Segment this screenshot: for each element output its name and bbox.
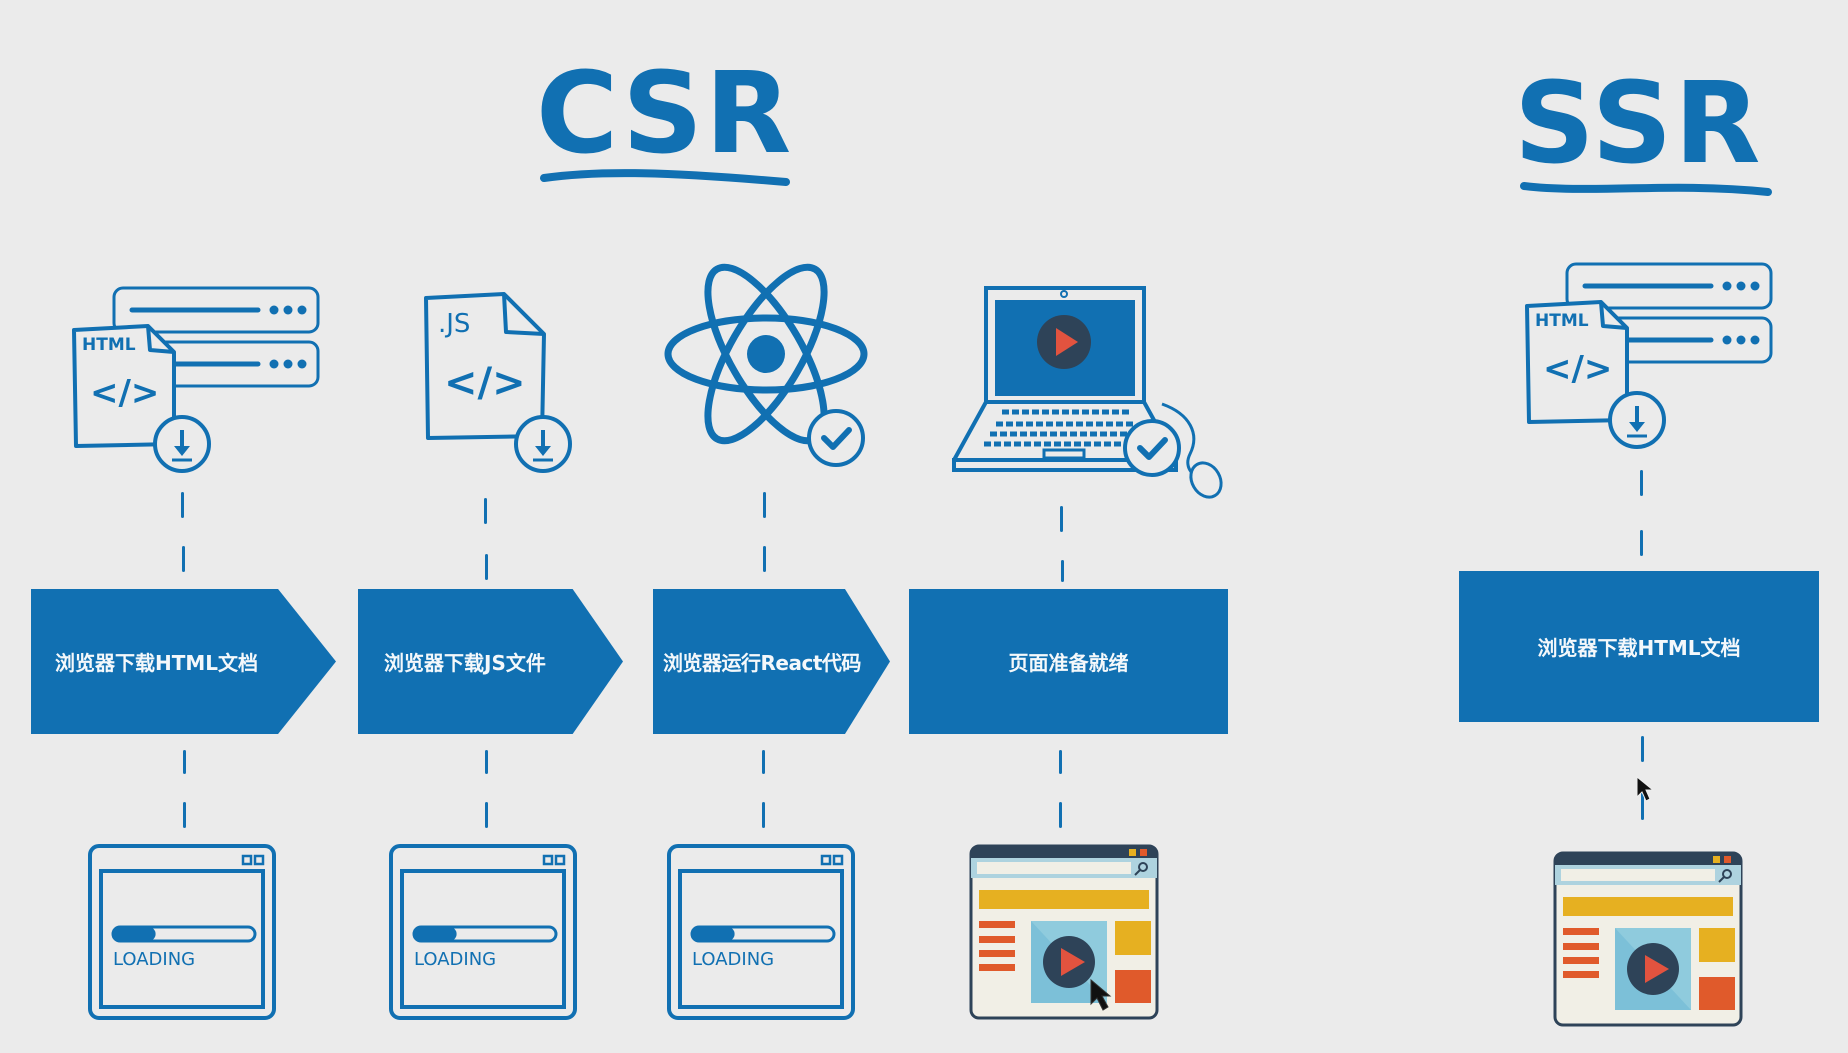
connector-dash [484,498,487,524]
connector-dash [183,802,186,828]
ssr-step-1-label: 浏览器下载HTML文档 [1537,636,1741,660]
connector-dash [1059,750,1062,774]
loading-window-3: LOADING [667,844,855,1020]
loading-progress-bar [111,925,257,943]
connector-dash [763,492,766,518]
csr-step-2-label: 浏览器下载JS文件 [384,651,546,675]
csr-step-2-box: 浏览器下载JS文件 [358,589,623,734]
svg-text:.JS: .JS [438,309,470,339]
connector-dash [762,750,765,774]
connector-dash [183,750,186,774]
csr-step-1-label: 浏览器下载HTML文档 [55,651,259,675]
connector-dash [1059,802,1062,828]
svg-text:HTML: HTML [1535,311,1589,331]
ssr-html-download-icon: HTML </> [1525,262,1783,449]
connector-dash [485,554,488,580]
html-file-icon: HTML </> [72,324,176,448]
mouse-cursor-icon [1636,775,1655,802]
ssr-html-file-icon: HTML </> [1525,300,1629,424]
laptop-ready-icon [952,286,1223,499]
loading-progress-bar [412,925,558,943]
loading-window-2: LOADING [389,844,577,1020]
ssr-title: SSR [1514,59,1763,189]
loading-label: LOADING [113,949,195,970]
csr-step-1-box: 浏览器下载HTML文档 [31,589,336,734]
js-download-icon: .JS </> [424,292,572,473]
csr-step-4-box: 页面准备就绪 [909,589,1228,734]
csr-title: CSR [536,49,794,179]
loading-progress-bar [690,925,836,943]
connector-dash [485,750,488,774]
connector-dash [1641,792,1644,820]
connector-dash [1641,736,1644,762]
connector-dash [763,546,766,572]
svg-text:HTML: HTML [82,335,136,355]
connector-dash [762,802,765,828]
html-download-icon: HTML </> [72,286,330,473]
loading-window-1: LOADING [88,844,276,1020]
loading-label: LOADING [692,949,774,970]
connector-dash [485,802,488,828]
connector-dash [1640,530,1643,556]
connector-dash [1060,506,1063,532]
mouse-cursor-icon [1090,978,1112,1011]
connector-dash [182,546,185,572]
csr-step-4-label: 页面准备就绪 [1008,651,1129,675]
csr-step-3-label: 浏览器运行React代码 [663,651,861,675]
react-atom-icon [664,263,868,474]
csr-title-underline [540,169,790,186]
connector-dash [181,492,184,518]
ssr-title-underline [1520,182,1772,196]
loading-label: LOADING [414,949,496,970]
svg-text:</>: </> [1543,349,1612,389]
ready-page-window-ssr [1553,851,1743,1027]
connector-dash [1061,560,1064,582]
csr-step-3-box: 浏览器运行React代码 [653,589,890,734]
ready-page-window-csr [969,844,1159,1020]
ssr-step-1-box: 浏览器下载HTML文档 [1459,571,1819,722]
svg-text:</>: </> [444,360,526,406]
svg-text:</>: </> [90,373,159,413]
connector-dash [1640,470,1643,496]
